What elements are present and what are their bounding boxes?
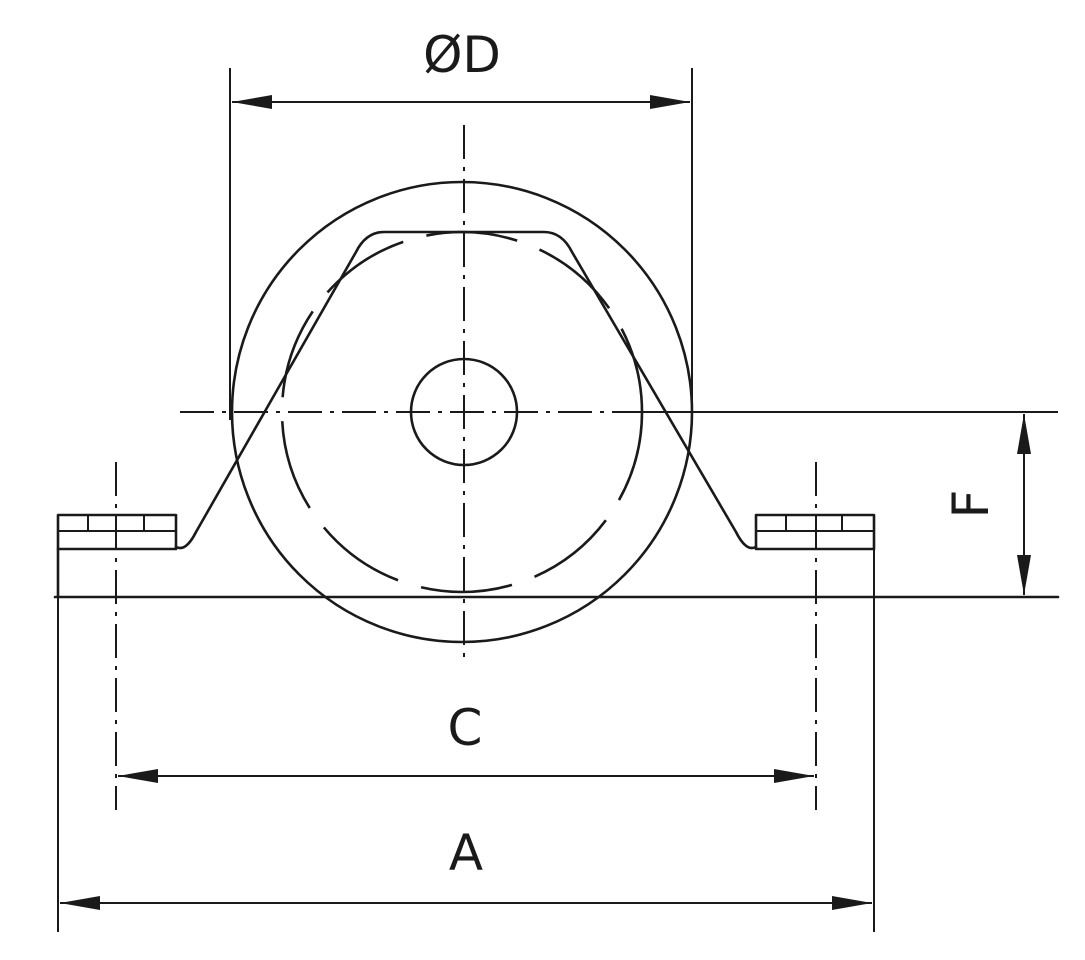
overall-length-label: A <box>449 824 483 882</box>
bolt-spacing-arrow-left <box>118 769 158 783</box>
height-label: F <box>942 490 1000 519</box>
height-arrow-top <box>1017 414 1031 454</box>
bolt-spacing-dimension: C <box>118 699 814 783</box>
right-mounting-foot <box>754 513 876 551</box>
overall-length-arrow-left <box>60 896 100 910</box>
shaft-bore-circle <box>409 357 519 467</box>
diameter-label: ØD <box>423 26 501 84</box>
left-mounting-foot <box>56 513 178 599</box>
diameter-arrow-left <box>232 95 272 109</box>
height-arrow-bottom <box>1017 555 1031 595</box>
overall-length-dimension: A <box>57 549 875 932</box>
diameter-arrow-right <box>650 95 690 109</box>
housing-profile <box>174 230 758 550</box>
diameter-dimension: ØD <box>229 26 693 420</box>
height-dimension: F <box>640 411 1058 595</box>
overall-length-arrow-right <box>832 896 872 910</box>
bolt-spacing-label: C <box>448 699 483 757</box>
bolt-spacing-arrow-right <box>774 769 814 783</box>
